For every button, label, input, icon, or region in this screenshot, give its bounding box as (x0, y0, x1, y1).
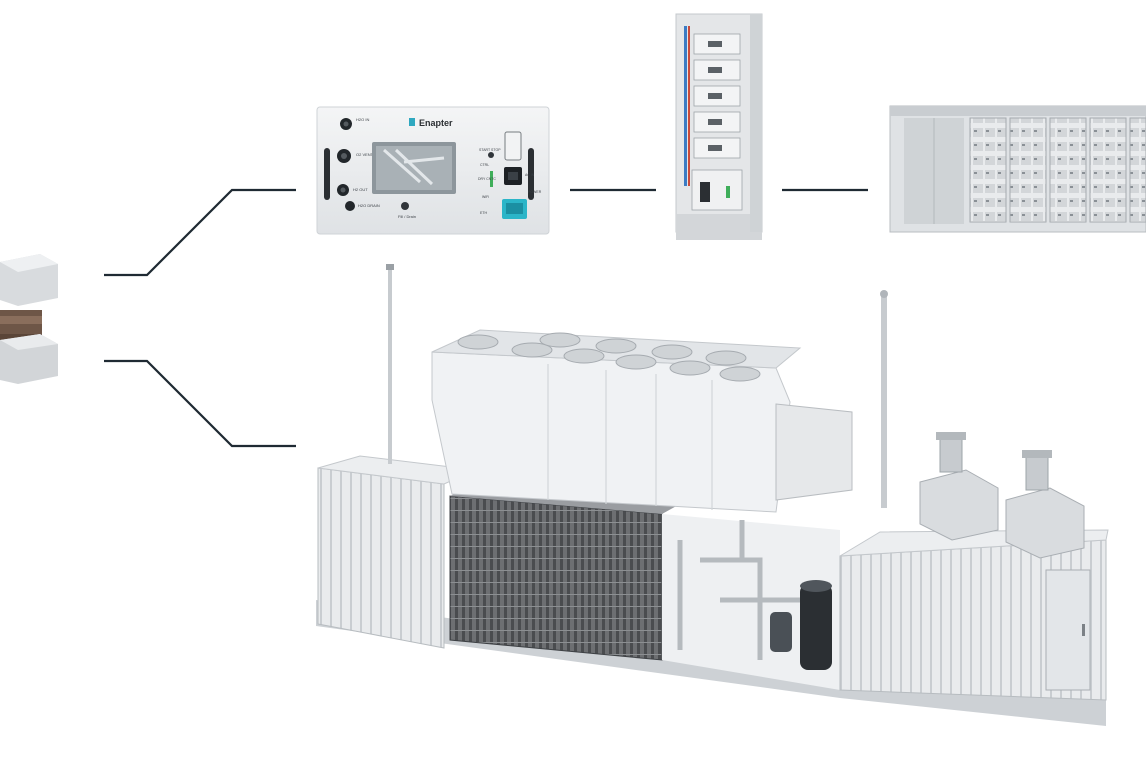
cabinet-rack (675, 13, 763, 240)
label-wifi: WiFi (482, 195, 489, 199)
label-ctrl: CTRL (480, 163, 489, 167)
label-water-drain: H2O DRAIN (358, 203, 380, 208)
label-water-in: H2O IN (356, 117, 369, 122)
containerised-electrolyser-plant (316, 264, 1109, 726)
rack-container (889, 105, 1146, 233)
label-start-stop: START STOP (479, 148, 501, 152)
enapter-logo-icon (409, 118, 415, 126)
electrolyser-stack (0, 254, 58, 384)
label-dry-contact: DRY CNTC (478, 177, 496, 181)
connector-stack-to-module (104, 188, 296, 277)
gas-separator-tank (800, 584, 832, 670)
brand-label: Enapter (419, 118, 453, 128)
label-fill-drain: Fill / Drain (398, 214, 416, 219)
connector-lines (104, 188, 868, 448)
label-ac-in: AC IN (525, 173, 535, 177)
label-h2-out: H2 OUT (353, 187, 368, 192)
label-eth: ETH (480, 211, 487, 215)
electrolyser-module: H2O IN O2 VENT H2 OUT H2O DRAIN Enapter … (316, 106, 550, 235)
connector-stack-to-container (104, 359, 296, 448)
label-o2-vent: O2 VENT (356, 152, 374, 157)
compressor-units (919, 432, 1085, 559)
label-power: POWER (528, 190, 542, 194)
